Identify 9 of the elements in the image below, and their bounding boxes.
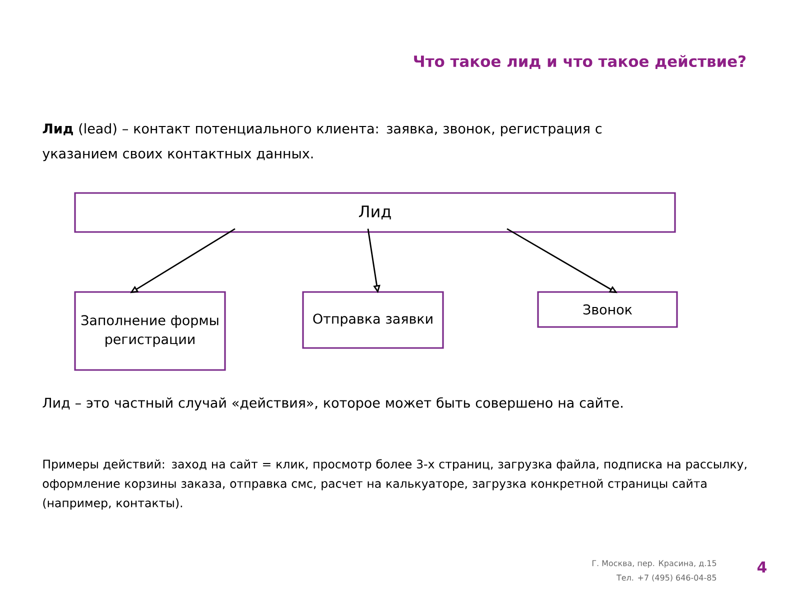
paragraph: Лид (lead) – контакт потенциального клиента: заявка, звонок, регистрация с указанием своих контактных данных. xyxy=(42,123,602,162)
process-box: Отправка заявки xyxy=(302,291,444,349)
paragraph: Примеры действий: заход на сайт = клик, просмотр более 3-х страниц, загрузка файла, подписка на рассылку, оформление корзины заказа, отправка смс, расчет на калькуаторе, загрузка конкретной страницы сайта (например, контакты). xyxy=(42,459,746,510)
page-number: 4 xyxy=(757,562,766,572)
paragraph: Лид – это частный случай «действия», которое может быть совершено на сайте. xyxy=(42,397,622,410)
process-box: Звонок xyxy=(537,291,678,328)
process-box: Лид xyxy=(74,192,676,233)
slide-title: Что такое лид и что такое действие? xyxy=(414,55,746,69)
process-box: Заполнение формы регистрации xyxy=(74,291,226,371)
